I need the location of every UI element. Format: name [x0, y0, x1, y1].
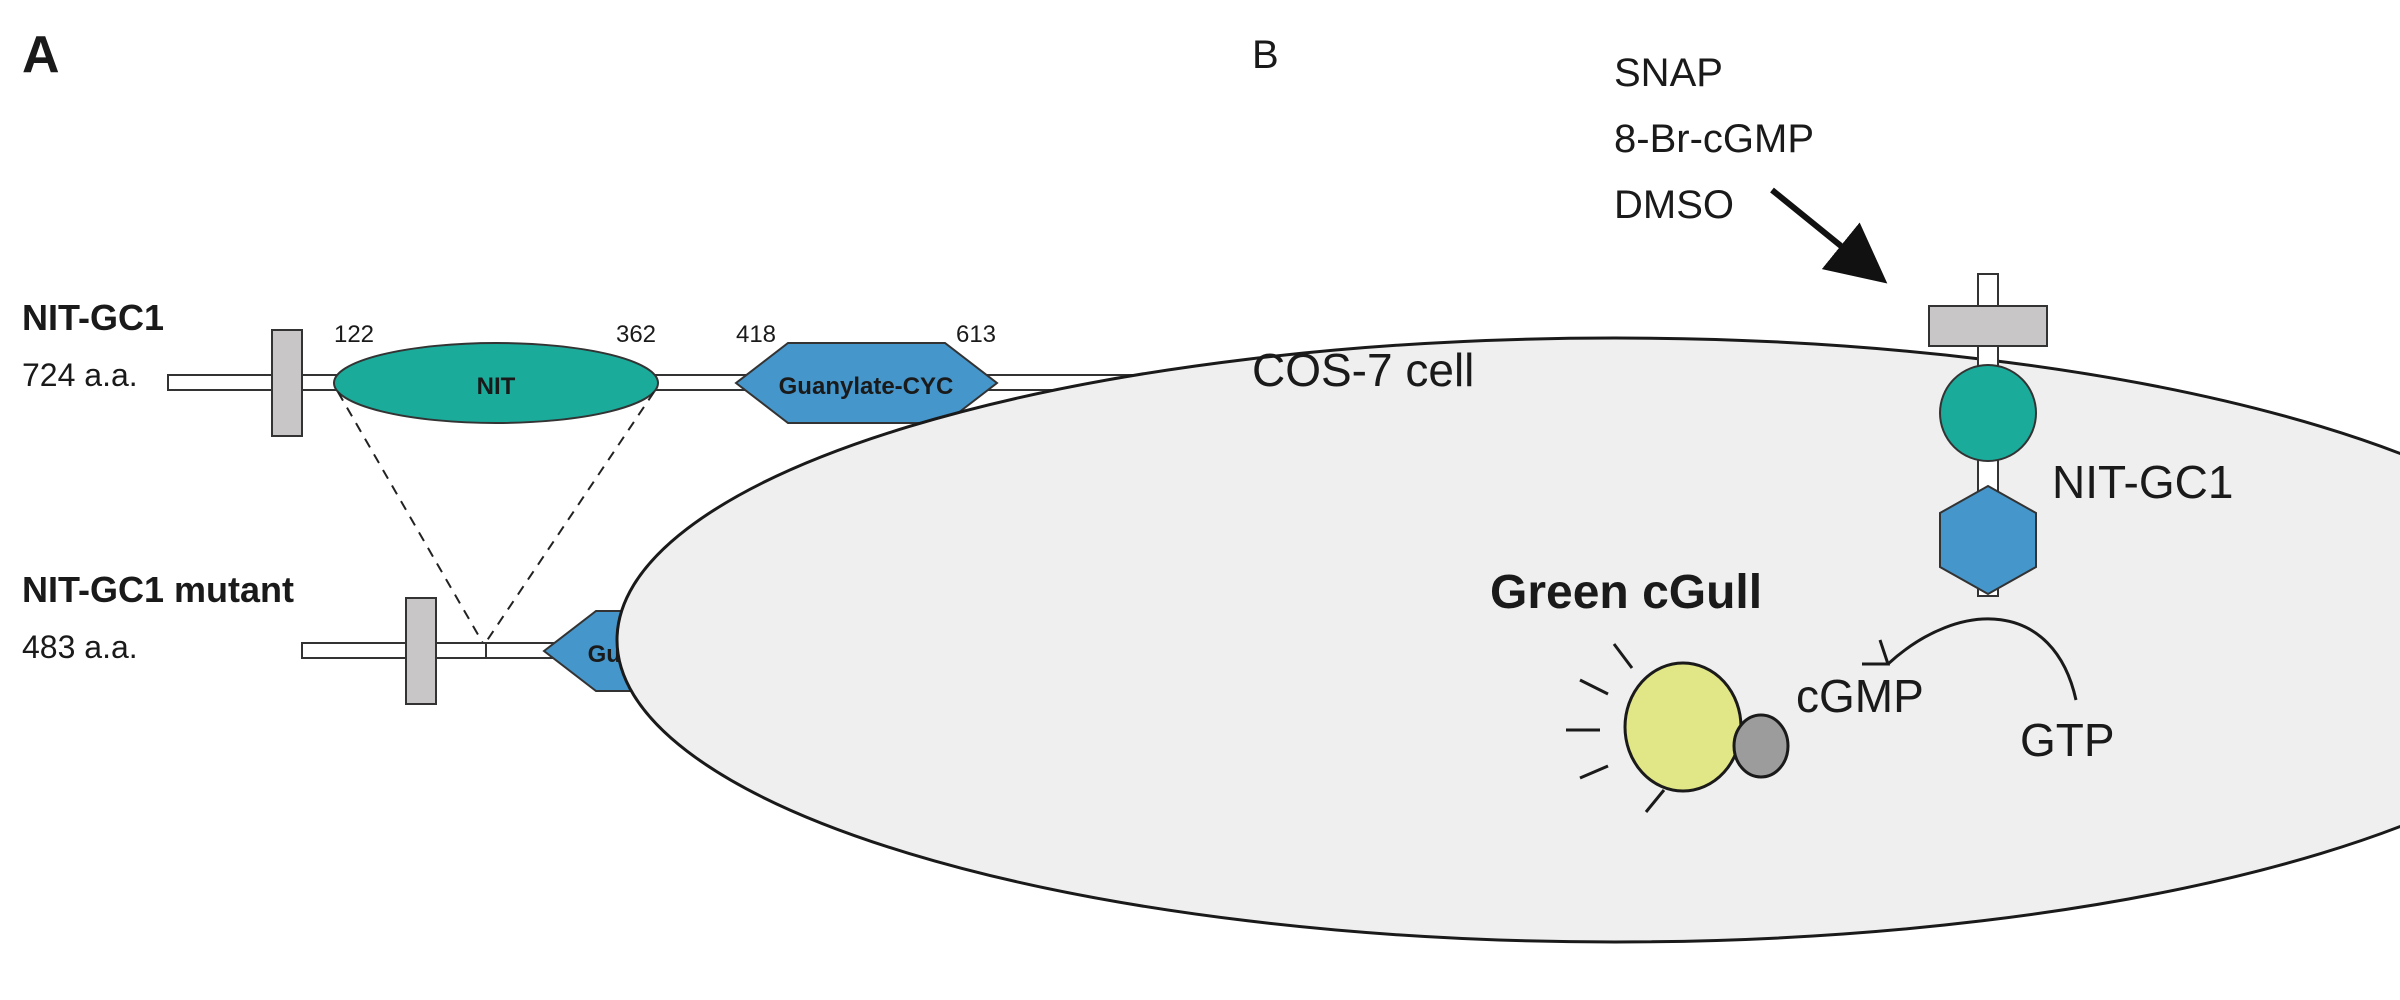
glow-ray-icon — [1579, 678, 1609, 696]
treatment-snap: SNAP — [1614, 51, 1723, 95]
cos7-cell — [615, 336, 2400, 944]
guanylate-cyclase-domain — [734, 342, 999, 424]
receptor-nit-domain — [1939, 364, 2037, 462]
position-362: 362 — [616, 321, 656, 348]
conversion-arrowhead — [1862, 639, 1891, 666]
receptor-label: NIT-GC1 — [2052, 456, 2233, 508]
gtp-label: GTP — [2020, 714, 2115, 766]
glow-ray-icon — [1579, 764, 1609, 780]
cell-label: COS-7 cell — [1252, 344, 1474, 396]
treatment-arrow — [1770, 187, 1888, 284]
nit-gc1-title: NIT-GC1 — [22, 297, 164, 338]
treatment-dmso: DMSO — [1614, 183, 1734, 227]
conversion-curve — [1886, 617, 2078, 701]
position-122: 122 — [334, 321, 374, 348]
receptor-transmembrane-domain — [1928, 305, 2048, 347]
receptor-cyclase-domain — [1939, 484, 2037, 596]
glow-ray-icon — [1644, 789, 1666, 813]
nit-domain — [333, 342, 659, 424]
guanylate-cyclase-label: Guanylate-CYC — [779, 373, 954, 400]
panel-b-letter: B — [1252, 33, 1279, 77]
mutant-transmembrane-domain — [405, 597, 437, 705]
panel-a-letter: A — [22, 26, 60, 84]
deletion-guide-right — [483, 391, 655, 646]
green-cgull-sensor — [1623, 661, 1743, 793]
mutant-length: 483 a.a. — [22, 629, 138, 665]
cgmp-label: cGMP — [1796, 670, 1924, 722]
deletion-guide-left — [337, 391, 485, 646]
treatment-8-br-cgmp: 8-Br-cGMP — [1614, 117, 1814, 161]
nit-gc1-transmembrane-domain — [271, 329, 303, 437]
position-613: 613 — [956, 321, 996, 348]
position-418: 418 — [736, 321, 776, 348]
sensor-label: Green cGull — [1490, 566, 1762, 619]
mutant-title: NIT-GC1 mutant — [22, 569, 294, 610]
nit-gc1-length: 724 a.a. — [22, 357, 138, 393]
bound-cgmp-molecule — [1732, 713, 1790, 779]
nit-domain-label: NIT — [477, 373, 516, 400]
glow-ray-icon — [1612, 643, 1634, 669]
